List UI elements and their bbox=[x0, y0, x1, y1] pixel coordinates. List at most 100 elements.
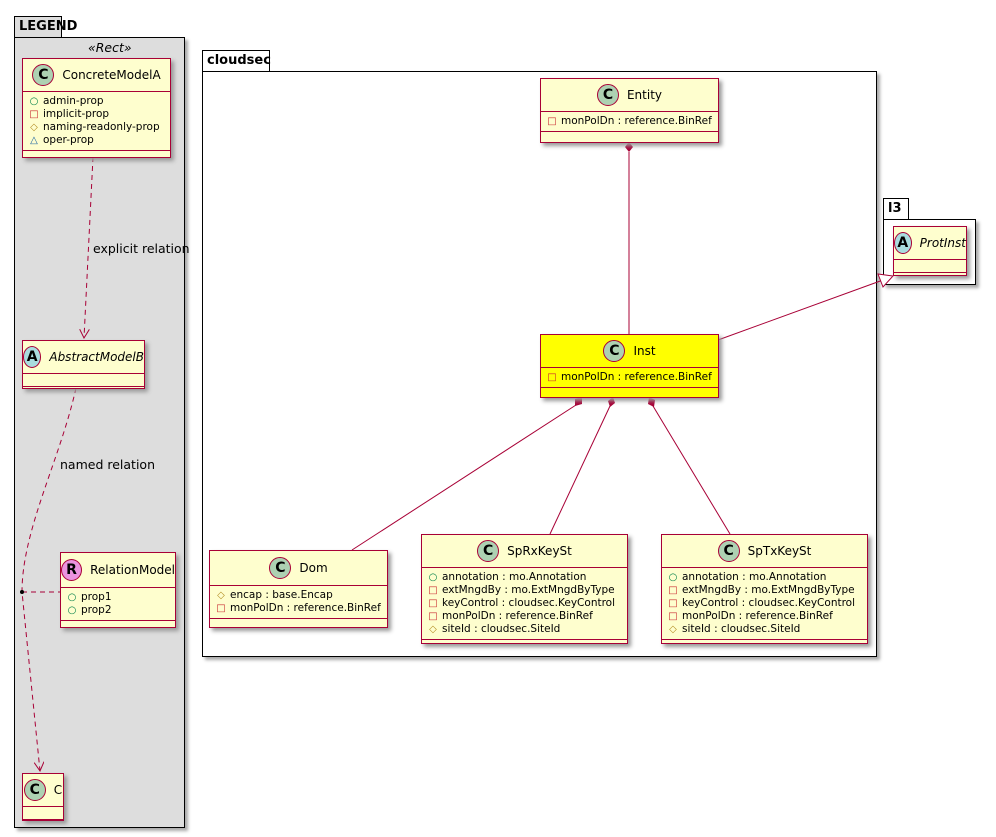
named-relation-label: named relation bbox=[60, 457, 155, 472]
explicit-relation-line bbox=[84, 156, 94, 338]
class-attributes bbox=[23, 807, 63, 820]
attribute-text: keyControl : cloudsec.KeyControl bbox=[442, 597, 616, 609]
class-icon: C bbox=[717, 540, 740, 562]
package-visibility-icon: △ bbox=[30, 135, 38, 146]
class-attributes: ○ annotation : mo.Annotation □ extMngdBy : … bbox=[422, 568, 627, 640]
attribute: ○ prop1 bbox=[67, 591, 169, 604]
class-attributes: ○ annotation : mo.Annotation□extMngdBy : … bbox=[662, 568, 867, 640]
attribute: ○ annotation : mo.Annotation bbox=[428, 571, 621, 584]
attribute-text: naming-readonly-prop bbox=[43, 121, 160, 133]
attribute-text: extMngdBy : mo.ExtMngdByType bbox=[442, 584, 615, 596]
class-icon: C bbox=[269, 557, 292, 579]
class-name: ProtInst bbox=[919, 236, 966, 250]
cloudsec-package-tab: cloudsec bbox=[202, 50, 271, 72]
protected-visibility-icon: ◇ bbox=[429, 624, 437, 635]
association-dot bbox=[20, 590, 24, 594]
class-name: SpRxKeySt bbox=[507, 544, 572, 558]
class-abstractmodelb[interactable]: A AbstractModelB bbox=[22, 340, 145, 389]
class-header: R RelationModel bbox=[61, 553, 175, 588]
attribute: □ keyControl : cloudsec.KeyControl bbox=[668, 597, 861, 610]
private-visibility-icon: □ bbox=[428, 598, 438, 609]
private-visibility-icon: □ bbox=[428, 585, 438, 596]
attribute: ◇ siteId : cloudsec.SiteId bbox=[428, 623, 621, 636]
attribute-text: annotation : mo.Annotation bbox=[682, 571, 827, 583]
attribute-text: admin-prop bbox=[43, 95, 104, 107]
attribute: □ monPolDn : reference.BinRef bbox=[547, 371, 712, 384]
legend-package bbox=[14, 37, 185, 828]
composition-diamond bbox=[625, 142, 633, 152]
class-name: SpTxKeySt bbox=[747, 544, 812, 558]
private-visibility-icon: □ bbox=[547, 372, 557, 383]
attribute-text: monPolDn : reference.BinRef bbox=[561, 371, 712, 383]
class-sptxkeyst[interactable]: C SpTxKeySt ○ annotation : mo.Annotation□ex… bbox=[661, 534, 868, 644]
attribute-text: keyControl : cloudsec.KeyControl bbox=[682, 597, 856, 609]
inst-protinst-inheritance bbox=[717, 279, 884, 341]
class-entity[interactable]: C Entity □monPolDn : reference.BinRef bbox=[540, 78, 719, 143]
l3-package-tab: l3 bbox=[883, 198, 909, 220]
attribute-text: annotation : mo.Annotation bbox=[442, 571, 587, 583]
class-attributes: ○ prop1○prop2 bbox=[61, 588, 175, 621]
public-visibility-icon: ○ bbox=[67, 592, 77, 603]
inst-sprx-composition bbox=[549, 405, 611, 535]
private-visibility-icon: □ bbox=[668, 611, 678, 622]
attribute-text: monPolDn : reference.BinRef bbox=[442, 610, 593, 622]
class-attributes: ◇encap : base.Encap□monPolDn : reference… bbox=[210, 586, 387, 619]
attribute: ◇naming-readonly-prop bbox=[29, 121, 164, 134]
class-name: RelationModel bbox=[90, 563, 175, 577]
attribute: □extMngdBy : mo.ExtMngdByType bbox=[668, 584, 861, 597]
attribute: ○ annotation : mo.Annotation bbox=[668, 571, 861, 584]
attribute-text: encap : base.Encap bbox=[230, 589, 333, 601]
class-icon: C bbox=[23, 779, 46, 801]
attribute: ◇siteId : cloudsec.SiteId bbox=[668, 623, 861, 636]
attribute-text: monPolDn : reference.BinRef bbox=[682, 610, 833, 622]
class-header: C SpRxKeySt bbox=[422, 535, 627, 568]
class-attributes bbox=[23, 374, 144, 387]
attribute: ○ admin-prop bbox=[29, 95, 164, 108]
class-name: ConcreteModelA bbox=[62, 68, 161, 82]
explicit-relation-label: explicit relation bbox=[93, 241, 190, 256]
attribute-text: siteId : cloudsec.SiteId bbox=[442, 623, 561, 635]
abstract-icon: A bbox=[23, 346, 42, 368]
relation-icon: R bbox=[61, 559, 83, 581]
class-icon: C bbox=[596, 84, 619, 106]
private-visibility-icon: □ bbox=[547, 116, 557, 127]
protected-visibility-icon: ◇ bbox=[217, 590, 225, 601]
public-visibility-icon: ○ bbox=[668, 572, 678, 583]
class-name: C bbox=[53, 783, 63, 797]
attribute-text: implicit-prop bbox=[43, 108, 110, 120]
class-sprxkeyst[interactable]: C SpRxKeySt ○ annotation : mo.Annotation □ ex… bbox=[421, 534, 628, 644]
class-header: C ConcreteModelA bbox=[23, 59, 170, 92]
class-inst[interactable]: C Inst □ monPolDn : reference.BinRef bbox=[540, 334, 719, 398]
class-icon: C bbox=[603, 340, 626, 362]
private-visibility-icon: □ bbox=[668, 585, 678, 596]
inheritance-triangle bbox=[877, 273, 895, 288]
attribute: △oper-prop bbox=[29, 134, 164, 147]
class-header: C SpTxKeySt bbox=[662, 535, 867, 568]
attribute-text: prop1 bbox=[81, 591, 112, 603]
class-name: Inst bbox=[633, 344, 656, 358]
attribute: ○prop2 bbox=[67, 604, 169, 617]
attribute: ◇ encap : base.Encap bbox=[216, 589, 381, 602]
class-icon: C bbox=[477, 540, 500, 562]
class-icon: C bbox=[32, 64, 55, 86]
protected-visibility-icon: ◇ bbox=[669, 624, 677, 635]
private-visibility-icon: □ bbox=[668, 598, 678, 609]
public-visibility-icon: ○ bbox=[29, 96, 39, 107]
attribute: □ monPolDn : reference.BinRef bbox=[668, 610, 861, 623]
attribute: □ extMngdBy : mo.ExtMngdByType bbox=[428, 584, 621, 597]
class-concretemodela[interactable]: C ConcreteModelA ○ admin-prop□implicit-prop… bbox=[22, 58, 171, 158]
class-name: AbstractModelB bbox=[49, 350, 144, 364]
attribute: □implicit-prop bbox=[29, 108, 164, 121]
class-name: Entity bbox=[626, 88, 663, 102]
attribute: □monPolDn : reference.BinRef bbox=[428, 610, 621, 623]
class-name: Dom bbox=[299, 561, 328, 575]
class-relationmodel[interactable]: R RelationModel ○ prop1○prop2 bbox=[60, 552, 176, 628]
public-visibility-icon: ○ bbox=[428, 572, 438, 583]
attribute: □monPolDn : reference.BinRef bbox=[547, 115, 712, 128]
